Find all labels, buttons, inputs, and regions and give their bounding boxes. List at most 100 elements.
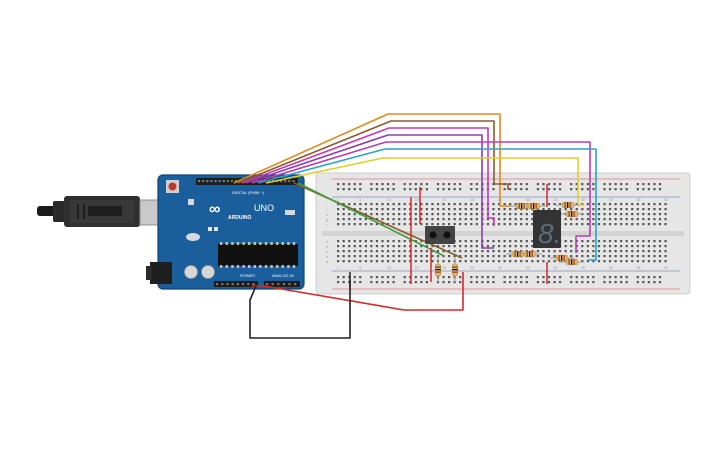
breadboard-hole[interactable] [459, 240, 462, 243]
breadboard-hole[interactable] [403, 208, 406, 211]
breadboard-hole[interactable] [581, 223, 584, 226]
breadboard-hole[interactable] [414, 213, 417, 216]
breadboard-hole[interactable] [359, 240, 362, 243]
wire-green[interactable] [297, 182, 445, 257]
breadboard-hole[interactable] [520, 218, 523, 221]
breadboard-hole[interactable] [420, 208, 423, 211]
breadboard-hole[interactable] [436, 208, 440, 211]
breadboard-hole[interactable] [547, 281, 551, 284]
breadboard-hole[interactable] [453, 255, 456, 258]
breadboard-hole[interactable] [625, 250, 628, 253]
breadboard-hole[interactable] [509, 250, 512, 253]
breadboard-hole[interactable] [353, 240, 356, 243]
breadboard-hole[interactable] [553, 250, 556, 253]
breadboard-hole[interactable] [636, 213, 639, 216]
breadboard-hole[interactable] [509, 208, 512, 211]
breadboard-hole[interactable] [509, 188, 512, 191]
breadboard-hole[interactable] [592, 218, 595, 221]
breadboard-hole[interactable] [492, 245, 495, 248]
breadboard-hole[interactable] [608, 223, 612, 226]
breadboard-hole[interactable] [664, 245, 667, 248]
wire-purple[interactable] [245, 134, 494, 249]
breadboard-hole[interactable] [497, 255, 501, 258]
breadboard-hole[interactable] [658, 240, 662, 243]
breadboard-hole[interactable] [492, 260, 495, 263]
breadboard-hole[interactable] [359, 260, 362, 263]
breadboard-hole[interactable] [448, 250, 451, 253]
header-pin[interactable] [230, 180, 233, 183]
breadboard-hole[interactable] [453, 218, 456, 221]
breadboard-hole[interactable] [625, 203, 628, 206]
breadboard-hole[interactable] [342, 223, 345, 226]
breadboard-hole[interactable] [448, 223, 451, 226]
breadboard-hole[interactable] [453, 183, 456, 186]
breadboard-hole[interactable] [348, 245, 351, 248]
breadboard-hole[interactable] [614, 208, 617, 211]
breadboard-hole[interactable] [353, 223, 356, 226]
breadboard-hole[interactable] [370, 223, 373, 226]
breadboard-hole[interactable] [392, 223, 395, 226]
breadboard-hole[interactable] [364, 203, 367, 206]
breadboard-hole[interactable] [525, 260, 528, 263]
breadboard-hole[interactable] [353, 203, 356, 206]
resistor[interactable] [560, 210, 584, 218]
breadboard-hole[interactable] [625, 245, 628, 248]
breadboard-hole[interactable] [664, 255, 667, 258]
header-pin[interactable] [288, 283, 291, 286]
breadboard-hole[interactable] [631, 208, 634, 211]
breadboard-hole[interactable] [631, 218, 634, 221]
breadboard-hole[interactable] [348, 255, 351, 258]
breadboard-hole[interactable] [481, 281, 484, 284]
breadboard-hole[interactable] [509, 260, 512, 263]
breadboard-hole[interactable] [559, 208, 562, 211]
breadboard-hole[interactable] [448, 203, 451, 206]
wire-magenta[interactable] [241, 127, 495, 226]
breadboard-hole[interactable] [425, 218, 428, 221]
resistor[interactable] [434, 258, 442, 282]
breadboard-hole[interactable] [570, 223, 573, 226]
breadboard-hole[interactable] [520, 260, 523, 263]
breadboard-hole[interactable] [392, 213, 395, 216]
breadboard-hole[interactable] [542, 255, 545, 258]
breadboard-hole[interactable] [470, 240, 473, 243]
breadboard-hole[interactable] [586, 203, 589, 206]
breadboard-hole[interactable] [586, 245, 589, 248]
breadboard-hole[interactable] [575, 223, 578, 226]
breadboard-hole[interactable] [475, 250, 478, 253]
breadboard-hole[interactable] [475, 276, 478, 279]
breadboard-hole[interactable] [631, 240, 634, 243]
breadboard-hole[interactable] [470, 255, 473, 258]
breadboard-hole[interactable] [542, 183, 545, 186]
breadboard-hole[interactable] [425, 245, 428, 248]
breadboard-hole[interactable] [509, 245, 512, 248]
breadboard-hole[interactable] [514, 183, 517, 186]
breadboard-hole[interactable] [620, 240, 623, 243]
breadboard-hole[interactable] [420, 183, 423, 186]
breadboard-hole[interactable] [448, 183, 451, 186]
breadboard-hole[interactable] [664, 223, 667, 226]
breadboard-hole[interactable] [664, 218, 667, 221]
breadboard-hole[interactable] [664, 203, 667, 206]
breadboard-hole[interactable] [575, 208, 578, 211]
breadboard-hole[interactable] [386, 276, 390, 279]
breadboard-hole[interactable] [642, 281, 645, 284]
breadboard-hole[interactable] [636, 250, 639, 253]
breadboard-hole[interactable] [364, 218, 367, 221]
breadboard-hole[interactable] [642, 240, 645, 243]
breadboard-hole[interactable] [403, 245, 406, 248]
header-pin[interactable] [234, 180, 238, 183]
breadboard-hole[interactable] [403, 250, 406, 253]
seven-segment-display[interactable]: 8. [533, 210, 561, 249]
breadboard-hole[interactable] [398, 255, 401, 258]
breadboard-hole[interactable] [603, 281, 606, 284]
breadboard-hole[interactable] [559, 281, 562, 284]
breadboard-hole[interactable] [559, 183, 562, 186]
breadboard-hole[interactable] [520, 183, 523, 186]
breadboard-hole[interactable] [536, 260, 539, 263]
breadboard-hole[interactable] [592, 188, 595, 191]
breadboard-hole[interactable] [425, 281, 428, 284]
breadboard-hole[interactable] [509, 183, 512, 186]
breadboard-hole[interactable] [564, 223, 567, 226]
breadboard-hole[interactable] [608, 213, 612, 216]
breadboard-hole[interactable] [525, 188, 528, 191]
